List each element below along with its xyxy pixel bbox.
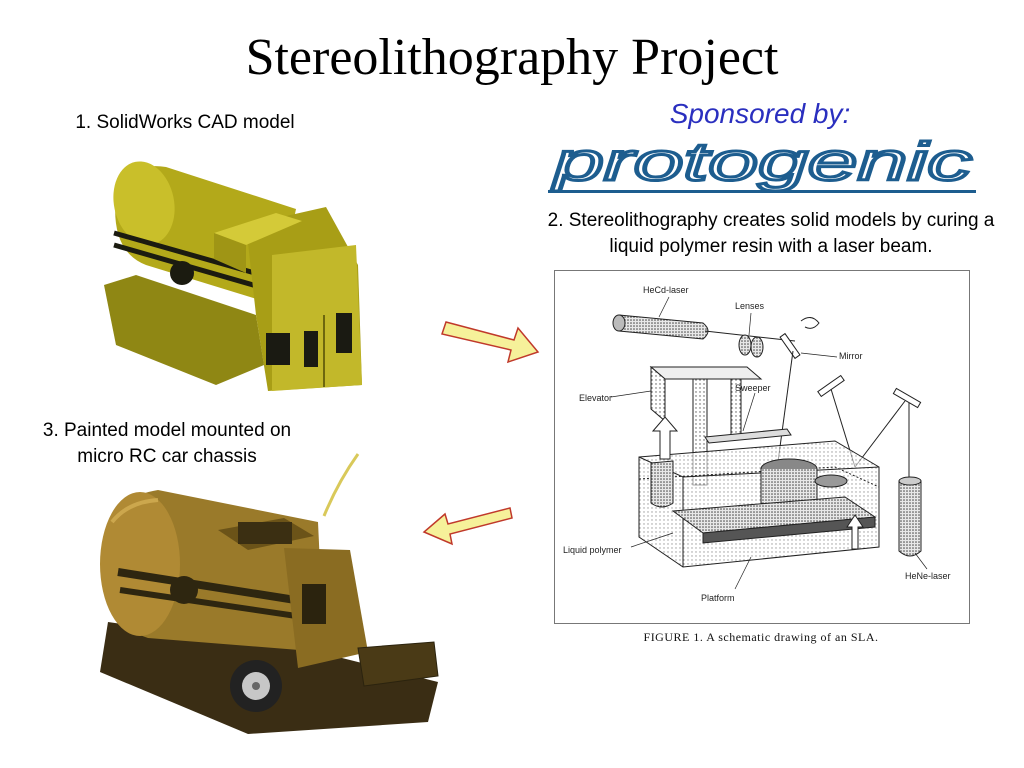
label-hene-laser: HeNe-laser: [905, 571, 951, 581]
arrow-right-icon: [441, 321, 540, 364]
step2-caption: 2. Stereolithography creates solid model…: [547, 210, 995, 257]
label-liquid-polymer: Liquid polymer: [563, 545, 622, 555]
label-sweeper: Sweeper: [735, 383, 771, 393]
protogenic-logo: protogenic: [548, 132, 976, 194]
label-lenses: Lenses: [735, 301, 765, 311]
label-mirror: Mirror: [839, 351, 863, 361]
label-elevator: Elevator: [579, 393, 612, 403]
step1-caption: 1. SolidWorks CAD model: [75, 112, 295, 133]
cad-model-image: [104, 161, 362, 391]
arrow-left-icon: [422, 507, 513, 546]
step3-caption: 3. Painted model mounted on micro RC car…: [42, 420, 292, 467]
sla-schematic-diagram: HeCd-laser Lenses Mirror Elevator Sweepe…: [554, 270, 970, 624]
slide-title: Stereolithography Project: [245, 29, 779, 86]
svg-text:protogenic: protogenic: [551, 132, 972, 192]
label-hecd-laser: HeCd-laser: [643, 285, 689, 295]
label-platform: Platform: [701, 593, 735, 603]
figure-caption: FIGURE 1. A schematic drawing of an SLA.: [643, 630, 879, 644]
painted-model-photo: [100, 453, 439, 734]
sponsor-label: Sponsored by:: [669, 98, 851, 129]
